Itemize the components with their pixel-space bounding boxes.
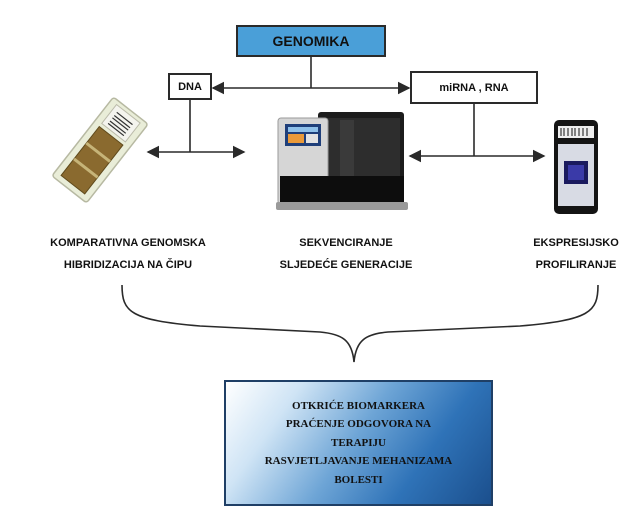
- genomika-box: GENOMIKA: [236, 25, 386, 57]
- outcome-line-4: RASVJETLJAVANJE MEHANIZAMA: [264, 455, 453, 468]
- microarray-slide-icon: [52, 97, 148, 203]
- center-label-line-2: SLJEDEĆE GENERACIJE: [279, 259, 413, 271]
- mirna-rna-box: miRNA , RNA: [410, 71, 538, 104]
- right-label-line-1: EKSPRESIJSKO: [533, 237, 619, 249]
- expression-profiling-label: EKSPRESIJSKO PROFILIRANJE: [524, 232, 628, 276]
- outcome-line-2: PRAĆENJE ODGOVORA NA: [285, 418, 432, 431]
- center-label-line-1: SEKVENCIRANJE: [299, 237, 393, 249]
- outcome-line-1: OTKRIĆE BIOMARKERA: [292, 399, 425, 412]
- curly-brace: [121, 284, 599, 363]
- comparative-genomic-hybridization-label: KOMPARATIVNA GENOMSKA HIBRIDIZACIJA NA Č…: [18, 232, 238, 276]
- next-generation-sequencing-label: SEKVENCIRANJE SLJEDEĆE GENERACIJE: [266, 232, 426, 276]
- dna-box: DNA: [168, 73, 212, 100]
- outcome-box: OTKRIĆE BIOMARKERA PRAĆENJE ODGOVORA NA …: [224, 380, 493, 506]
- expression-chip-icon: [554, 120, 598, 214]
- left-label-line-2: HIBRIDIZACIJA NA ČIPU: [63, 259, 193, 271]
- outcome-line-3: TERAPIJU: [330, 436, 386, 449]
- genomika-title: GENOMIKA: [272, 33, 350, 49]
- right-label-line-2: PROFILIRANJE: [535, 259, 617, 271]
- mirna-rna-label: miRNA , RNA: [439, 81, 509, 94]
- sequencer-machine-icon: [276, 112, 408, 210]
- outcome-line-5: BOLESTI: [334, 473, 383, 486]
- dna-label: DNA: [178, 80, 202, 93]
- left-label-line-1: KOMPARATIVNA GENOMSKA: [50, 237, 206, 249]
